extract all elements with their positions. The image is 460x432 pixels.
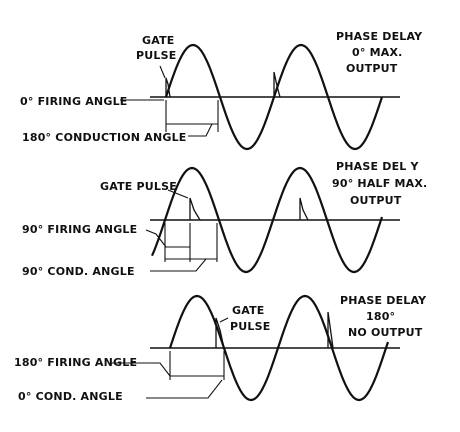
panel-2-firing-label: 90° FIRING ANGLE — [22, 223, 137, 236]
panel-3-phase-label-line-1: PHASE DELAY — [340, 294, 427, 307]
panel-1-phase-label-line-1: PHASE DELAY — [336, 30, 423, 43]
panel-2-phase-label-line-2: 90° HALF MAX. — [332, 177, 427, 190]
panel-3-gate-pulse-1 — [215, 317, 225, 349]
panel-1-gate-label-line-2: PULSE — [136, 49, 176, 62]
panel-1-conduction-label: 180° CONDUCTION ANGLE — [22, 131, 187, 144]
panel-1-phase-label-line-2: 0° MAX. — [352, 46, 403, 59]
panel-phase-delay-180: GATE PULSE PHASE DELAY 180° NO OUTPUT 18… — [14, 294, 427, 403]
panel-phase-delay-90: GATE PULSE PHASE DEL Y 90° HALF MAX. OUT… — [22, 160, 427, 278]
panel-2-gate-label: GATE PULSE — [100, 180, 177, 193]
panel-3-firing-label: 180° FIRING ANGLE — [14, 356, 137, 369]
panel-3-phase-label-line-3: NO OUTPUT — [348, 326, 423, 339]
panel-3-phase-label-line-2: 180° — [366, 310, 395, 323]
panel-3-sine-wave — [168, 294, 390, 402]
panel-2-gate-pulse-1 — [189, 197, 201, 221]
panel-3-conduction-label: 0° COND. ANGLE — [18, 390, 123, 403]
panel-1-phase-label-line-3: OUTPUT — [346, 62, 398, 75]
panel-1-conduction-leader — [188, 123, 213, 137]
panel-2-firing-leader — [145, 229, 167, 248]
panel-2-phase-label-line-3: OUTPUT — [350, 194, 402, 207]
panel-1-gate-pulse-2 — [273, 71, 281, 98]
panel-1-gate-pulse-1 — [165, 77, 171, 98]
panel-2-cond-leader — [150, 258, 207, 272]
panel-1-firing-label: 0° FIRING ANGLE — [20, 95, 128, 108]
panel-3-gate-label-line-2: PULSE — [230, 320, 270, 333]
panel-2-gate-pulse-2 — [299, 197, 309, 221]
panel-3-gate-leader — [219, 317, 229, 323]
panel-2-phase-label-line-1: PHASE DEL Y — [336, 160, 420, 173]
panel-3-gate-pulse-2 — [327, 311, 334, 349]
panel-3-firing-leader — [110, 362, 171, 377]
panel-2-conduction-label: 90° COND. ANGLE — [22, 265, 135, 278]
panel-1-gate-leader — [159, 65, 166, 79]
panel-2-gate-leader — [167, 189, 189, 199]
panel-phase-delay-0: GATE PULSE PHASE DELAY 0° MAX. OUTPUT 0°… — [20, 30, 423, 151]
panel-3-cond-leader — [146, 379, 223, 399]
panel-2-sine-wave — [150, 166, 384, 274]
panel-1-gate-label-line-1: GATE — [142, 34, 175, 47]
panel-3-gate-label-line-1: GATE — [232, 304, 265, 317]
